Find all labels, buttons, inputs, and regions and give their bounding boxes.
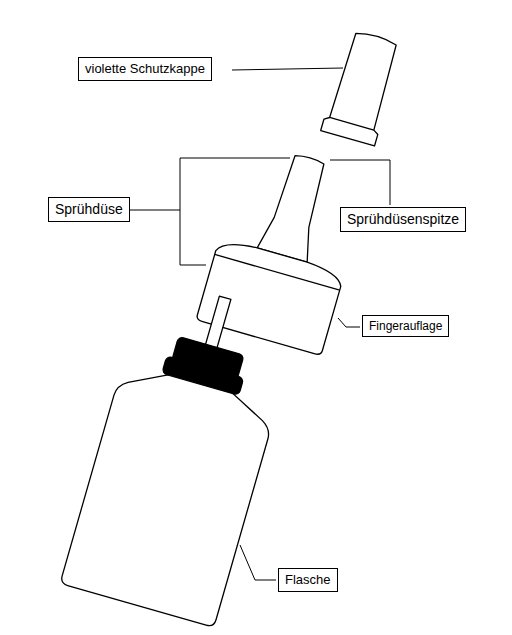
label-box: violette Schutzkappe <box>78 57 212 81</box>
leader-line <box>240 545 276 580</box>
bottle <box>60 276 302 628</box>
label-box: Sprühdüsenspitze <box>340 207 466 232</box>
part-label: violette Schutzkappe <box>85 61 205 76</box>
leader-line <box>232 68 343 70</box>
leader-line <box>330 160 390 205</box>
protective-cap <box>321 29 404 146</box>
part-label: Flasche <box>285 572 331 587</box>
part-label: Sprühdüsenspitze <box>347 211 459 227</box>
bracket <box>180 158 290 265</box>
part-label: Fingerauflage <box>369 319 442 333</box>
part-label: Sprühdüse <box>55 201 123 217</box>
spray-nozzle <box>196 140 373 356</box>
label-box: Sprühdüse <box>48 197 130 222</box>
leader-line <box>338 318 360 327</box>
label-box: Flasche <box>278 568 338 592</box>
leader-line <box>124 210 180 211</box>
label-box: Fingerauflage <box>362 315 449 337</box>
